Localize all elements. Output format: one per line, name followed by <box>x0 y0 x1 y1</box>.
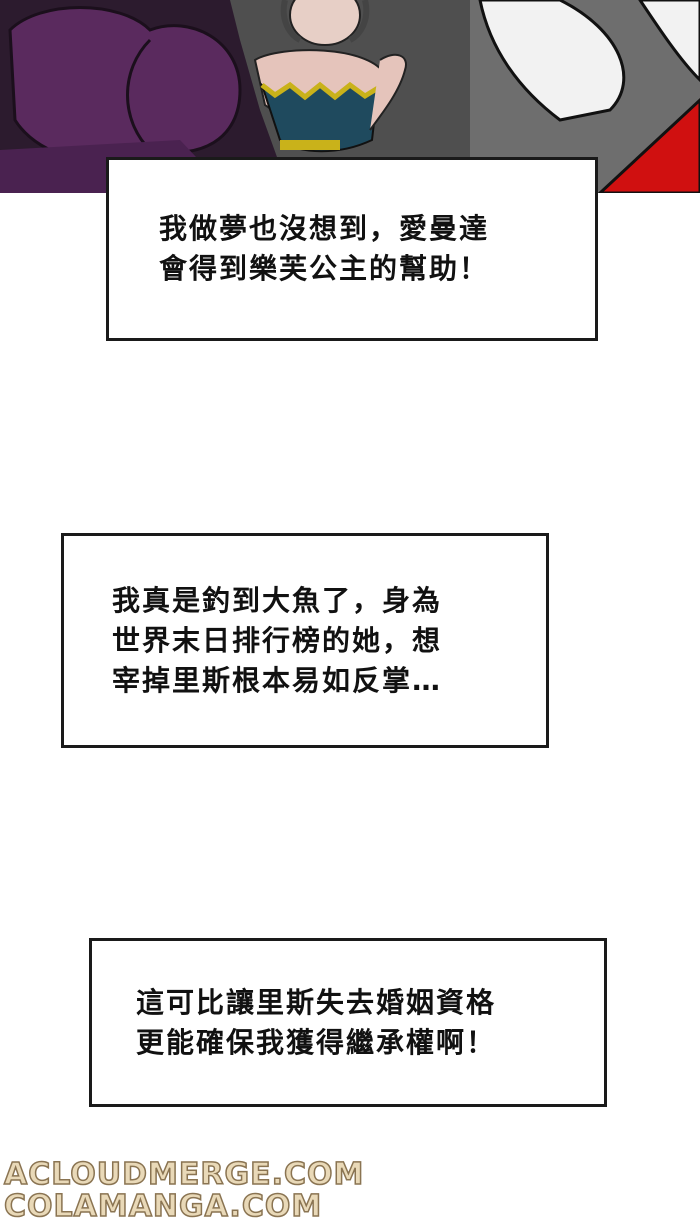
speech-caption-2: 我真是釣到大魚了，身為 世界末日排行榜的她，想 宰掉里斯根本易如反掌… <box>61 533 549 748</box>
speech-caption-3: 這可比讓里斯失去婚姻資格 更能確保我獲得繼承權啊！ <box>89 938 607 1107</box>
speech-caption-1: 我做夢也沒想到，愛曼達 會得到樂芙公主的幫助！ <box>106 157 598 341</box>
watermark-colamanga: COLAMANGA.COM <box>3 1189 323 1224</box>
caption-line: 會得到樂芙公主的幫助！ <box>159 252 490 285</box>
caption-line: 宰掉里斯根本易如反掌… <box>112 663 443 697</box>
comic-panel-artwork <box>0 0 700 193</box>
caption-line: 這可比讓里斯失去婚姻資格 <box>136 985 497 1019</box>
panel-illustration <box>0 0 700 193</box>
caption-line: 我做夢也沒想到，愛曼達 <box>159 212 490 245</box>
caption-line: 更能確保我獲得繼承權啊！ <box>136 1025 497 1059</box>
watermark-acloudmerge: ACLOUDMERGE.COM <box>3 1157 365 1192</box>
caption-line: 我真是釣到大魚了，身為 <box>112 583 443 617</box>
caption-line: 世界末日排行榜的她，想 <box>112 623 443 657</box>
